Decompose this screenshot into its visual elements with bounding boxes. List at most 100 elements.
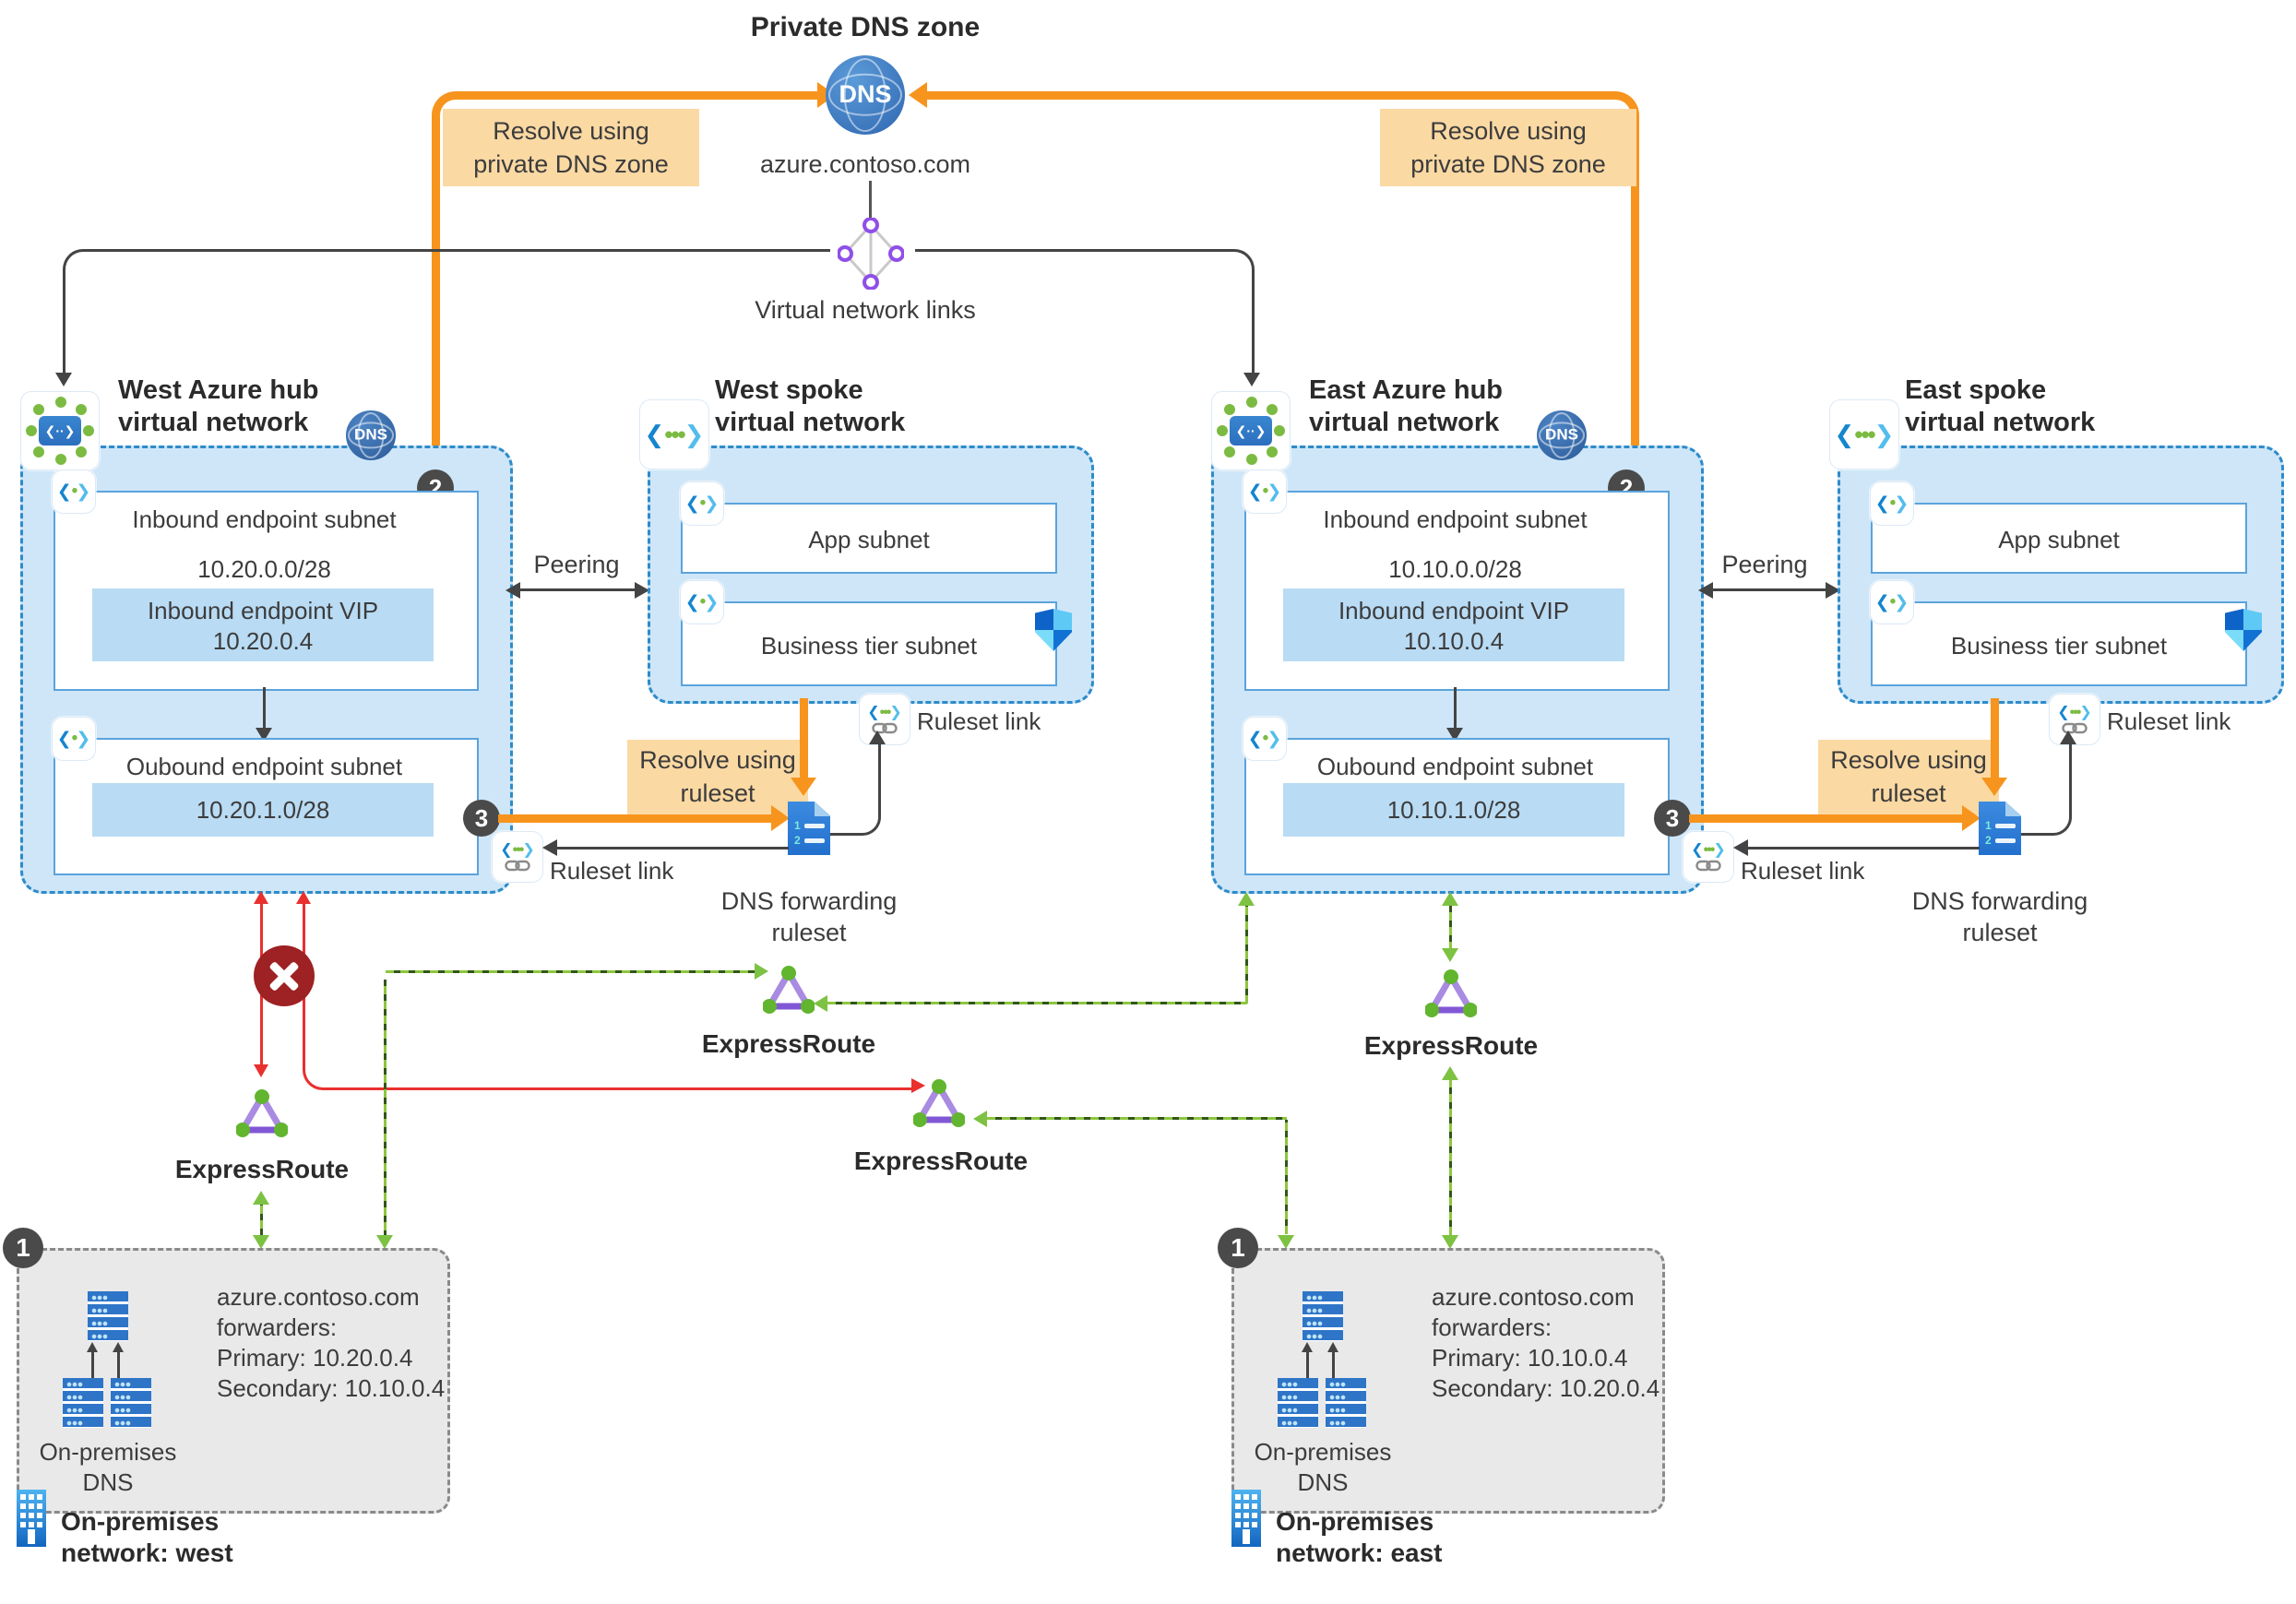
- step-badge-3-west: 3: [463, 800, 500, 837]
- links-line-east: [915, 249, 1255, 379]
- west-spoke-title: West spoke virtual network: [715, 375, 906, 437]
- peering-arrowhead-right-west: [635, 582, 649, 599]
- dns-badge-icon-east: DNS: [1537, 410, 1587, 460]
- ruleset-link-icon-hub-west: ❮•••❯: [492, 831, 543, 883]
- private-dns-zone-domain: azure.contoso.com: [759, 150, 971, 178]
- green-arrowhead-down-er4-bottom: [1442, 1235, 1458, 1249]
- red-arrowhead-up-west-2: [296, 891, 311, 904]
- error-cross-icon: [254, 945, 315, 1006]
- server-arrow-line: [117, 1349, 120, 1378]
- private-dns-zone-title: Private DNS zone: [750, 12, 981, 42]
- ruleset-link-icon-hub-east: ❮•••❯: [1683, 831, 1734, 883]
- ruleset-to-hublink-arrowhead-west: [542, 839, 557, 856]
- server-icon: [111, 1378, 151, 1428]
- expressroute-label-west: ExpressRoute: [174, 1155, 350, 1183]
- hub-to-ruleset-arrowhead-west: [771, 805, 790, 831]
- hub-vnet-icon-west: ❮··❯: [20, 391, 100, 470]
- chain-link-icon: [1695, 860, 1721, 871]
- ruleset-to-spokelink-line-west: [830, 743, 881, 836]
- peering-label-west: Peering: [533, 551, 620, 578]
- outbound-subnet-title-east: Oubound endpoint subnet: [1316, 753, 1594, 780]
- subnet-icon: ❮•❯: [1243, 717, 1287, 761]
- green-arrowhead-up-er4-bottom: [1442, 1066, 1458, 1080]
- green-arrowhead-into-easthub: [1238, 892, 1255, 906]
- server-icon: [63, 1378, 103, 1428]
- green-line-er4-onpremeast: [1449, 1073, 1452, 1235]
- onprem-forwarders-east: azure.contoso.com forwarders: Primary: 1…: [1432, 1283, 1660, 1402]
- peering-arrowhead-left-east: [1698, 582, 1713, 599]
- west-hub-title: West Azure hub virtual network: [118, 375, 319, 437]
- dns-forwarding-ruleset-icon-east: 1 2: [1979, 802, 2021, 855]
- vnet-links-icon: [838, 218, 904, 290]
- subnet-icon: ❮•❯: [52, 469, 96, 514]
- expressroute-icon-west: [236, 1089, 288, 1137]
- peering-arrowhead-left-west: [506, 582, 520, 599]
- server-arrowhead: [113, 1342, 124, 1352]
- ruleset-to-hublink-line-east: [1744, 847, 1980, 850]
- server-icon: [88, 1291, 128, 1341]
- green-arrowhead-down-eronprem-west: [253, 1235, 269, 1249]
- inbound-to-outbound-line-west: [263, 687, 266, 730]
- green-arrowhead-down-er4-top: [1442, 948, 1458, 962]
- onprem-forwarders-west: azure.contoso.com forwarders: Primary: 1…: [217, 1283, 446, 1402]
- dns-forwarding-ruleset-label-east: DNS forwarding ruleset: [1911, 887, 2088, 946]
- links-arrowhead-west: [55, 373, 72, 386]
- onprem-dns-label-west: On-premises DNS: [39, 1438, 177, 1496]
- spoke-to-ruleset-line-west: [800, 698, 808, 779]
- step-badge-1-west: 1: [3, 1228, 43, 1268]
- links-arrowhead-east: [1243, 373, 1260, 386]
- step-badge-3-east: 3: [1654, 800, 1691, 837]
- building-icon-west: [17, 1490, 46, 1547]
- spoke-to-ruleset-arrowhead-west: [791, 778, 816, 796]
- subnet-icon: ❮•❯: [680, 580, 724, 624]
- green-arrowhead-into-onpremeast: [1278, 1235, 1294, 1249]
- outbound-cidr-box-east: 10.10.1.0/28: [1283, 783, 1624, 837]
- subnet-icon: ❮•❯: [680, 481, 724, 526]
- onprem-dns-label-east: On-premises DNS: [1254, 1438, 1392, 1496]
- dns-forwarding-ruleset-icon-west: 1 2: [788, 802, 830, 855]
- ruleset-to-hublink-arrowhead-east: [1733, 839, 1748, 856]
- onprem-network-label-west: On-premises network: west: [61, 1507, 233, 1567]
- vnet-icon-west-spoke: ❮•••❯: [639, 399, 709, 469]
- server-arrow-line: [91, 1349, 94, 1378]
- server-arrowhead: [87, 1342, 98, 1352]
- subnet-icon: ❮•❯: [1870, 580, 1914, 624]
- dns-forwarding-ruleset-label-west: DNS forwarding ruleset: [720, 887, 898, 946]
- green-arrowhead-into-er2-right: [814, 995, 827, 1012]
- peering-line-east: [1709, 588, 1827, 591]
- inbound-subnet-cidr-west: 10.20.0.0/28: [197, 555, 331, 583]
- server-arrowhead: [1327, 1342, 1338, 1352]
- inbound-vip-box-west: Inbound endpoint VIP 10.20.0.4: [92, 588, 434, 661]
- server-arrow-line: [1332, 1349, 1335, 1378]
- peering-arrowhead-right-east: [1826, 582, 1840, 599]
- resolve-ruleset-note-west: Resolve using ruleset: [627, 740, 808, 815]
- subnet-icon: ❮•❯: [1870, 481, 1914, 526]
- step-badge-1-east: 1: [1218, 1228, 1258, 1268]
- server-icon: [1278, 1378, 1318, 1428]
- green-line-onpremwest-horiz: [386, 970, 755, 973]
- ruleset-link-label-hub-west: Ruleset link: [550, 857, 674, 885]
- links-line-west: [63, 249, 830, 379]
- server-arrow-line: [1306, 1349, 1309, 1378]
- ruleset-link-label-spoke-west: Ruleset link: [917, 707, 1041, 735]
- red-arrowhead-up-west: [254, 891, 268, 904]
- app-subnet-box-west: App subnet: [681, 503, 1057, 574]
- resolve-ruleset-note-east: Resolve using ruleset: [1818, 740, 1999, 815]
- peering-line-west: [517, 588, 638, 591]
- inbound-vip-box-east: Inbound endpoint VIP 10.10.0.4: [1283, 588, 1624, 661]
- server-icon: [1326, 1378, 1366, 1428]
- business-tier-subnet-box-west: Business tier subnet: [681, 601, 1057, 686]
- red-arrowhead-right-center: [911, 1078, 925, 1093]
- green-line-easthub-er4: [1449, 898, 1452, 950]
- red-arrowhead-down-west: [254, 1064, 268, 1077]
- ruleset-link-label-hub-east: Ruleset link: [1741, 857, 1865, 885]
- hub-to-ruleset-line-west: [498, 814, 775, 823]
- resolve-private-dns-note-east: Resolve using private DNS zone: [1380, 109, 1636, 186]
- building-icon-east: [1231, 1490, 1261, 1547]
- red-line-hub-to-center-expressroute: [303, 897, 914, 1090]
- hub-to-ruleset-line-east: [1689, 814, 1966, 823]
- dns-badge-icon-west: DNS: [346, 410, 396, 460]
- east-spoke-title: East spoke virtual network: [1905, 375, 2096, 437]
- chain-link-icon: [505, 860, 530, 871]
